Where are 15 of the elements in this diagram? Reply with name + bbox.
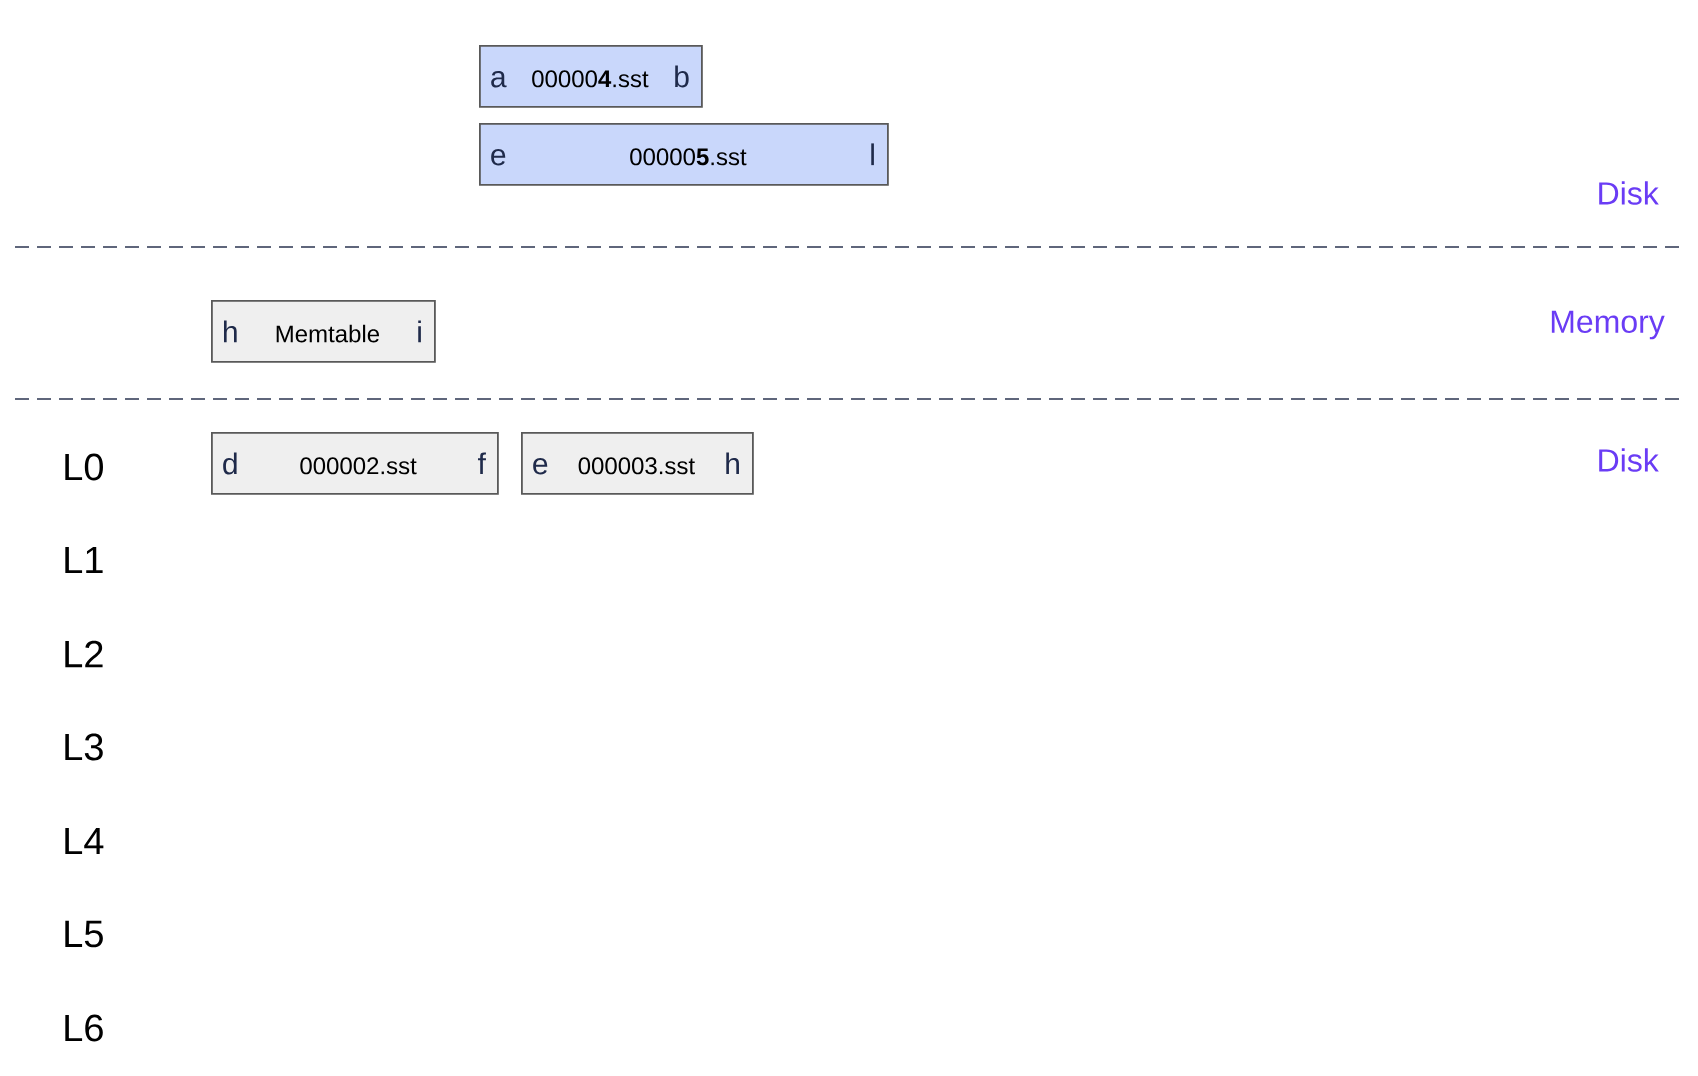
file-box: h Memtable i [211,300,436,363]
level-label: L1 [65,546,103,574]
tier-label: Memory [1551,310,1665,340]
level-label: L6 [65,1014,103,1042]
file-box: a 000004.sst b [479,45,703,108]
file-box: d 000002.sst f [211,432,499,495]
file-box: e 000005.sst l [479,123,889,186]
file-box: e 000003.sst h [521,432,754,495]
level-label: L5 [65,920,103,948]
level-label: L0 [65,453,103,481]
level-label: L3 [65,733,103,761]
level-label: L4 [65,827,104,855]
level-label: L2 [65,640,103,668]
tier-label: Disk [1599,448,1659,472]
tier-label: Disk [1599,181,1659,205]
